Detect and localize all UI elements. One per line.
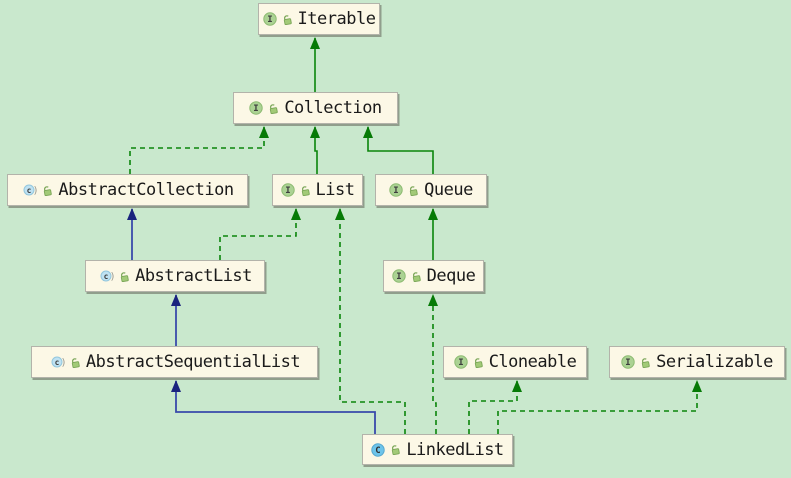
lock-icon [282,14,293,25]
interface-icon [454,355,468,369]
edge-linkedlist-implements-serializable [497,380,702,434]
node-label: LinkedList [406,439,504,460]
interface-icon [389,183,403,197]
edge-abstractcollection-implements-collection [129,126,269,174]
node-list[interactable]: List [272,174,363,206]
edge-list-extends-collection [310,126,320,174]
class-icon [371,443,385,457]
lock-icon [473,357,484,368]
interface-icon [263,12,277,26]
edge-linkedlist-extends-abstractsequentiallist [171,380,376,434]
lock-icon [119,271,130,282]
node-label: Deque [426,266,476,286]
node-label: Serializable [656,352,773,372]
abstract-class-icon [21,183,37,197]
lock-icon [390,444,401,455]
node-label: Iterable [297,9,376,29]
edge-linkedlist-implements-cloneable [468,380,522,434]
node-deque[interactable]: Deque [383,260,484,292]
node-abstract-sequential-list[interactable]: AbstractSequentialList [31,346,318,378]
edge-queue-extends-collection [363,126,434,174]
edge-abstractlist-implements-list [219,208,301,260]
node-abstract-collection[interactable]: AbstractCollection [7,174,248,206]
edge-linkedlist-implements-list [335,208,406,434]
interface-icon [281,183,295,197]
lock-icon [411,271,422,282]
node-collection[interactable]: Collection [233,92,398,124]
lock-icon [640,357,651,368]
interface-icon [392,269,406,283]
node-iterable[interactable]: Iterable [258,3,380,35]
node-label: AbstractCollection [58,180,234,200]
interface-icon [621,355,635,369]
node-queue[interactable]: Queue [375,174,487,206]
node-label: AbstractList [135,266,252,286]
edge-linkedlist-implements-deque [428,294,438,434]
lock-icon [300,185,311,196]
node-label: Cloneable [488,352,577,372]
node-label: Collection [284,98,382,118]
lock-icon [42,185,53,196]
interface-icon [249,101,263,115]
node-label: List [315,180,355,200]
node-abstract-list[interactable]: AbstractList [85,260,265,292]
node-cloneable[interactable]: Cloneable [443,346,587,378]
abstract-class-icon [49,355,65,369]
node-linked-list[interactable]: LinkedList [362,434,513,465]
node-label: Queue [424,180,473,200]
node-label: AbstractSequentialList [85,352,301,372]
abstract-class-icon [98,269,114,283]
lock-icon [268,103,279,114]
lock-icon [70,357,81,368]
node-serializable[interactable]: Serializable [609,346,785,378]
lock-icon [408,185,419,196]
